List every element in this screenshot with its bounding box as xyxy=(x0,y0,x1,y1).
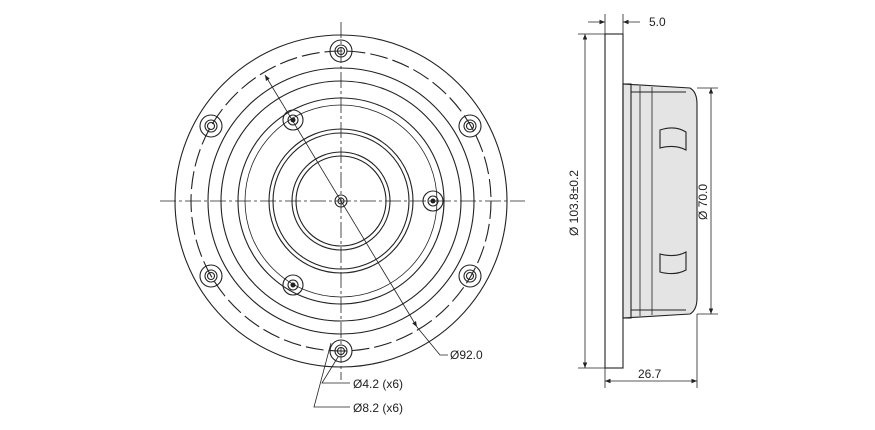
outer-flange-circle xyxy=(174,34,508,368)
side-view: 5.0 Ø 103.8±0.2 Ø 70.0 26.7 xyxy=(567,14,718,388)
hole-large-dimension-label: Ø8.2 (x6) xyxy=(353,401,403,415)
front-view: Ø92.0 Ø4.2 (x6) Ø8.2 (x6) xyxy=(160,22,525,415)
mounting-hole xyxy=(329,339,353,363)
hole-small-leader xyxy=(321,356,350,384)
mounting-hole xyxy=(199,114,223,138)
mounting-hole xyxy=(329,39,353,63)
faceplate-screw xyxy=(282,109,304,131)
depth-label: 26.7 xyxy=(638,367,662,381)
vent-slot-upper xyxy=(659,127,687,151)
bolt-circle-dimension-label: Ø92.0 xyxy=(450,348,483,362)
side-flange xyxy=(604,33,624,369)
flange-diameter-label: Ø 103.8±0.2 xyxy=(567,170,581,236)
hole-small-dimension-label: Ø4.2 (x6) xyxy=(353,377,403,391)
flange-thickness-label: 5.0 xyxy=(649,15,666,29)
motor-body xyxy=(622,83,698,319)
body-diameter-label: Ø 70.0 xyxy=(696,184,710,220)
faceplate-screw xyxy=(422,190,444,212)
bolt-circle xyxy=(190,50,492,352)
bolt-circle-leader xyxy=(416,326,448,356)
mounting-hole xyxy=(458,114,482,138)
body-mounting-ring xyxy=(622,83,632,319)
vent-slot-lower xyxy=(659,251,687,275)
bolt-circle-dimension-line xyxy=(264,74,418,328)
mounting-hole xyxy=(199,264,223,288)
inner-flange-circle xyxy=(207,67,475,335)
mounting-hole xyxy=(458,264,482,288)
hole-large-leader xyxy=(313,342,350,408)
